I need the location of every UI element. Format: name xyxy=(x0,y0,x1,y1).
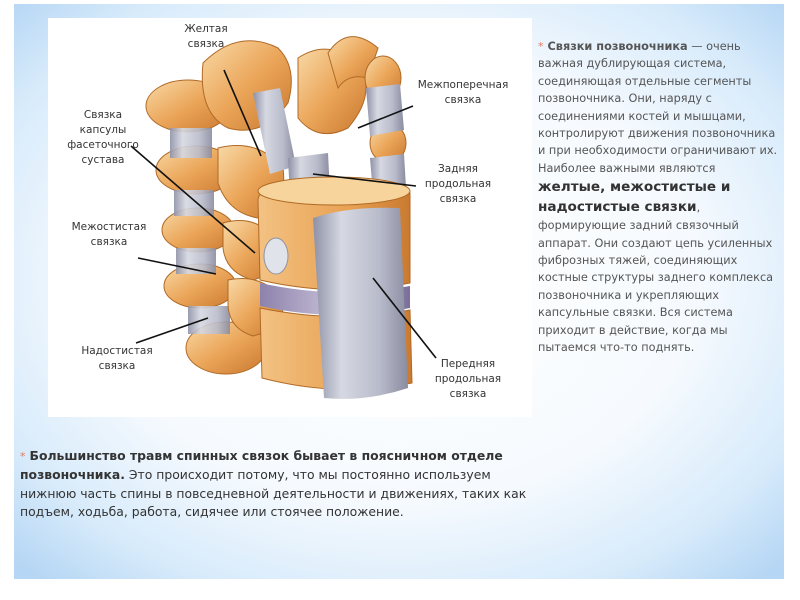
label-facet-capsule-ligament: Связка капсулы фасеточного сустава xyxy=(67,109,139,166)
injury-statement-text: Это происходит потому, что мы постоянно … xyxy=(20,467,527,520)
anterior-longitudinal-band xyxy=(313,207,408,399)
vertebral-endplate xyxy=(257,176,411,206)
interspinous-ligament-bands xyxy=(170,128,230,334)
bullet-star-icon: * xyxy=(538,40,544,53)
label-yellow-ligament: Желтая связка xyxy=(184,23,228,50)
leader-lines xyxy=(130,69,437,359)
injury-statement-lead: Большинство травм спинных связок бывает … xyxy=(20,448,503,483)
spine-diagram xyxy=(130,36,437,399)
label-intertransverse-ligament: Межпоперечная связка xyxy=(417,79,509,106)
injury-statement: *Большинство травм спинных связок бывает… xyxy=(20,447,540,522)
description-text-part2: , формирующие задний связочный аппарат. … xyxy=(538,201,774,355)
label-supraspinous-ligament: Надостистая связка xyxy=(81,345,153,372)
label-posterior-longitudinal-ligament: Задняя продольная связка xyxy=(424,163,492,205)
label-interspinous-ligament: Межостистая связка xyxy=(71,221,147,248)
description-lead: Связки позвоночника xyxy=(547,40,688,53)
label-anterior-longitudinal-ligament: Передняя продольная связка xyxy=(434,358,502,400)
bullet-star-icon: * xyxy=(20,450,26,463)
description-text-part1: — очень важная дублирующая система, соед… xyxy=(538,40,778,175)
ligaments-description: *Связки позвоночника — очень важная дубл… xyxy=(538,38,778,357)
facet-capsule-band xyxy=(263,237,289,275)
intertransverse-ligament-band xyxy=(366,84,404,136)
yellow-ligament-band xyxy=(253,88,296,174)
spine-ligaments-illustration: Желтая связка Связка капсулы фасеточного… xyxy=(48,18,532,417)
description-emphasis: желтые, межостистые и надостистые связки xyxy=(538,179,731,216)
